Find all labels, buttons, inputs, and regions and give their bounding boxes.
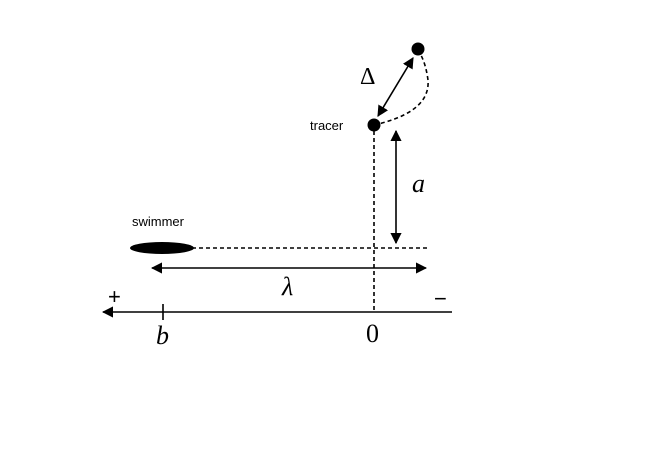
plus-sign: + (108, 284, 121, 309)
b-label: b (156, 321, 169, 350)
swimmer-body (130, 242, 194, 254)
minus-sign: − (434, 286, 447, 311)
displaced-tracer-dot (411, 42, 425, 56)
swimmer-label: swimmer (132, 214, 185, 229)
a-label: a (412, 169, 425, 198)
origin-label: 0 (366, 319, 379, 348)
tracer-label: tracer (310, 118, 344, 133)
delta-label: Δ (360, 64, 375, 90)
tracer-dot (367, 118, 381, 132)
tracer-trajectory-dashed (373, 49, 429, 126)
delta-arrow (377, 57, 414, 117)
lambda-label: λ (281, 272, 293, 301)
